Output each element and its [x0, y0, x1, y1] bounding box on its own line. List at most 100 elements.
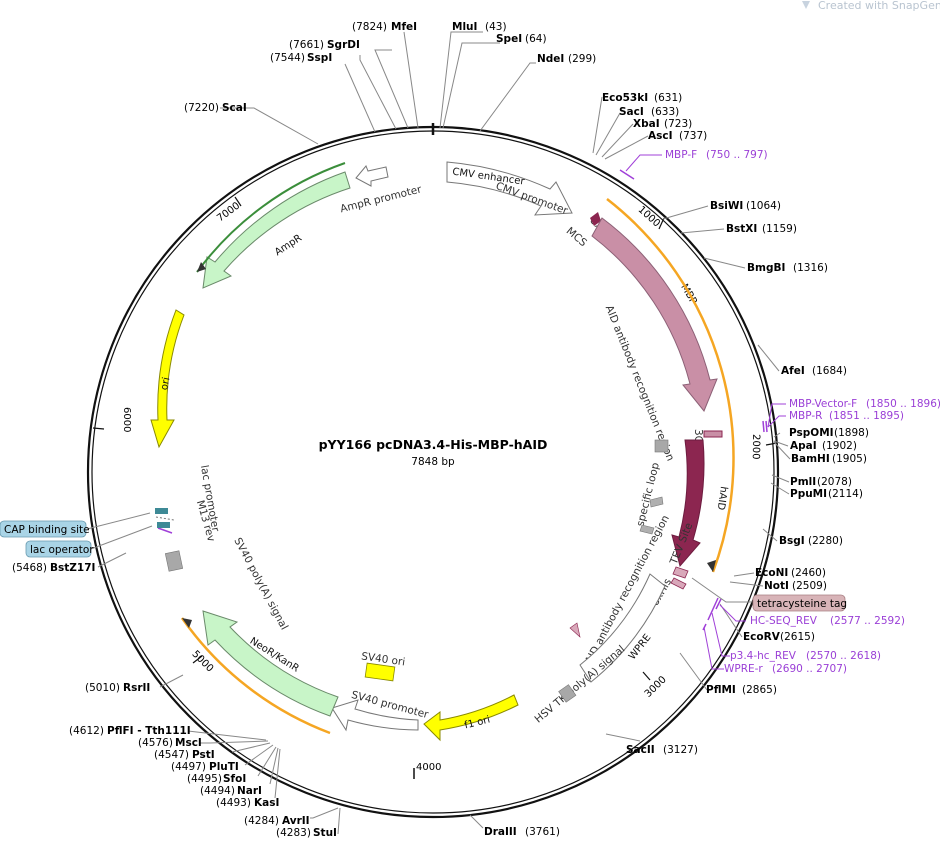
- ampr-arrow: [202, 171, 351, 289]
- site-pos: (2114): [828, 488, 863, 500]
- site-pos: (5468): [12, 562, 47, 574]
- leader-line: [403, 31, 419, 129]
- leader-line: [733, 572, 755, 577]
- site-name: RsrII: [123, 682, 150, 694]
- haid-label: hAID: [715, 486, 729, 511]
- site-eco53ki: Eco53kI(631): [602, 92, 682, 104]
- leader-line: [770, 482, 790, 495]
- primer-hc-seq-rev: HC-SEQ_REV(2577 .. 2592): [750, 615, 905, 627]
- primer-range: (2570 .. 2618): [806, 650, 881, 662]
- primer-name: WPRE-r: [724, 663, 763, 675]
- leader-line: [729, 581, 764, 587]
- site-name: StuI: [313, 827, 337, 839]
- primer-labels: MBP-F(750 .. 797) MBP-Vector-F(1850 .. 1…: [665, 149, 940, 675]
- primer-wpre-r: WPRE-r (2690 .. 2707): [724, 663, 847, 675]
- site-name: EcoNI: [755, 567, 788, 579]
- site-name: BstXI: [726, 223, 757, 235]
- leader-line: [757, 344, 780, 372]
- site-msci: (4576)MscI: [138, 737, 202, 749]
- site-pos: (4495): [187, 773, 222, 785]
- site-pos: (2280): [808, 535, 843, 547]
- tev-mark: [672, 566, 689, 579]
- primer-name: MBP-R: [789, 410, 822, 422]
- site-mfei: (7824)MfeI: [352, 21, 417, 33]
- primer-range: (1850 .. 1896): [866, 398, 940, 410]
- site-pos: (4497): [171, 761, 206, 773]
- ruler-tick: [234, 196, 242, 207]
- site-saci: SacI(633): [619, 106, 679, 118]
- ampr-promoter-label: AmpR promoter: [339, 183, 424, 215]
- leader-line: [771, 474, 790, 483]
- leader-line: [773, 432, 781, 438]
- site-pos: (1159): [762, 223, 797, 235]
- site-ecorv: EcoRV(2615): [743, 631, 815, 643]
- site-pspomi: PspOMI(1898): [789, 427, 869, 439]
- ori-arrow: [150, 309, 185, 449]
- cap-site-mark: [155, 508, 168, 514]
- site-name: ApaI: [790, 440, 817, 452]
- site-pos: (2615): [780, 631, 815, 643]
- sv40-ori-box: [364, 662, 396, 682]
- leader-line: [257, 746, 277, 777]
- ruler-label: 7000: [215, 200, 242, 224]
- mcs-label: MCS: [564, 225, 590, 249]
- site-nari: (4494)NarI: [200, 785, 262, 797]
- primer-range: (2690 .. 2707): [772, 663, 847, 675]
- aid-region-1-label: AID antibody recognition region: [603, 304, 677, 463]
- leader-line: [592, 96, 603, 154]
- cmv-enhancer-arrow: [446, 161, 573, 216]
- site-bsgi: BsgI(2280): [779, 535, 843, 547]
- badge-cap: CAP binding site: [0, 512, 151, 538]
- site-name: BmgBI: [747, 262, 785, 274]
- plasmid-title: pYY166 pcDNA3.4-His-MBP-hAID: [319, 437, 548, 452]
- leader-line: [773, 440, 789, 447]
- primer-range: (2577 .. 2592): [830, 615, 905, 627]
- leader-line: [244, 744, 274, 766]
- site-name: PmlI: [790, 476, 816, 488]
- leader-line: [767, 415, 786, 428]
- aid-region-1-box: [654, 439, 669, 453]
- site-name: NarI: [237, 785, 262, 797]
- site-pos: (299): [568, 53, 596, 65]
- site-psti: (4547)PstI: [154, 749, 215, 761]
- site-leaders: [97, 31, 791, 835]
- site-asci: AscI(737): [648, 130, 707, 142]
- lac-operator-mark: [157, 522, 170, 528]
- site-name: SpeI: [496, 33, 522, 45]
- leader-line: [680, 228, 725, 234]
- site-apai: ApaI(1902): [790, 440, 857, 452]
- orange-track-right-arrow: [707, 560, 716, 572]
- badge-label: lac operator: [30, 544, 94, 556]
- site-pmli: PmlI(2078): [790, 476, 852, 488]
- site-pos: (4284): [244, 815, 279, 827]
- leader-line: [762, 528, 778, 542]
- leader-line: [595, 112, 621, 156]
- ampr-promoter-arrow: [355, 165, 389, 187]
- site-draiii: DraIII(3761): [484, 826, 560, 838]
- f1-ori-arrow: [423, 694, 519, 742]
- site-name: PflFI - Tth111I: [107, 725, 191, 737]
- site-name: KasI: [254, 797, 279, 809]
- mbp-arrow: [591, 217, 718, 412]
- site-pos: (1064): [746, 200, 781, 212]
- badge-tetracysteine: tetracysteine tag: [691, 577, 847, 612]
- ruler-tick: [192, 655, 203, 664]
- leader-line: [187, 730, 267, 741]
- site-pos: (1905): [832, 453, 867, 465]
- leader-line: [337, 807, 341, 835]
- site-noti: NotI(2509): [764, 580, 827, 592]
- site-scai: (7220)ScaI: [184, 102, 247, 114]
- leader-line: [97, 552, 127, 568]
- badge-label: tetracysteine tag: [757, 598, 847, 610]
- site-pos: (4493): [216, 797, 251, 809]
- site-pos: (631): [654, 92, 682, 104]
- leader-line: [711, 612, 730, 657]
- site-pos: (4547): [154, 749, 189, 761]
- site-name: PflMI: [706, 684, 736, 696]
- ori-label: ori: [159, 376, 172, 391]
- leader-line: [469, 814, 484, 829]
- orange-track-left: [180, 617, 331, 735]
- site-pos: (2460): [791, 567, 826, 579]
- site-pos: (633): [651, 106, 679, 118]
- site-name: SspI: [307, 52, 332, 64]
